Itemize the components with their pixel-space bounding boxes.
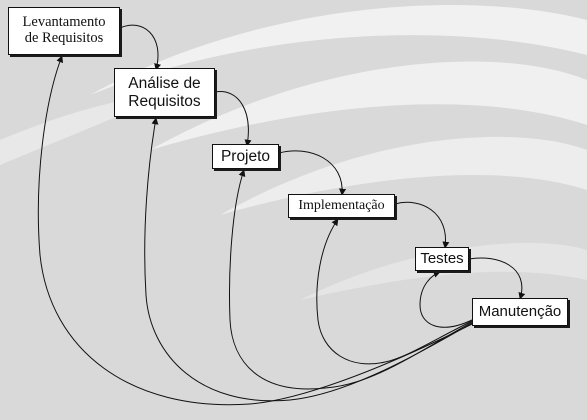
forward-arrow-testes-manutencao (468, 257, 526, 300)
feedback-arrow-to-testes (419, 270, 473, 328)
swoosh-5 (300, 242, 587, 300)
node-levantamento-de-requisitos: Levantamento de Requisitos (8, 7, 120, 55)
forward-arrow-analise-projeto (214, 91, 252, 147)
node-label: Testes (420, 249, 464, 267)
swoosh-2 (150, 61, 587, 150)
feedback-arrow-to-levantamento (37, 55, 473, 406)
node-label: Análise de Requisitos (128, 75, 201, 110)
forward-arrow-projeto-implementacao (278, 150, 347, 196)
node-label: Manutenção (478, 302, 562, 320)
node-manutencao: Manutenção (472, 298, 568, 326)
node-projeto: Projeto (212, 144, 279, 169)
node-label: Projeto (220, 147, 271, 165)
forward-arrow-implementacao-testes (394, 201, 450, 249)
feedback-arrow-to-implementacao (316, 218, 473, 365)
node-label: Levantamento de Requisitos (22, 14, 106, 46)
node-implementacao: Implementação (288, 194, 395, 218)
node-label: Implementação (298, 198, 385, 214)
forward-arrow-levantamento-analise (119, 24, 161, 71)
swoosh-1 (90, 4, 587, 95)
node-testes: Testes (415, 247, 469, 271)
node-analise-de-requisitos: Análise de Requisitos (114, 68, 215, 117)
feedback-arrow-to-projeto (229, 169, 473, 390)
feedback-arrow-to-analise (144, 117, 473, 402)
swoosh-3 (220, 136, 587, 215)
